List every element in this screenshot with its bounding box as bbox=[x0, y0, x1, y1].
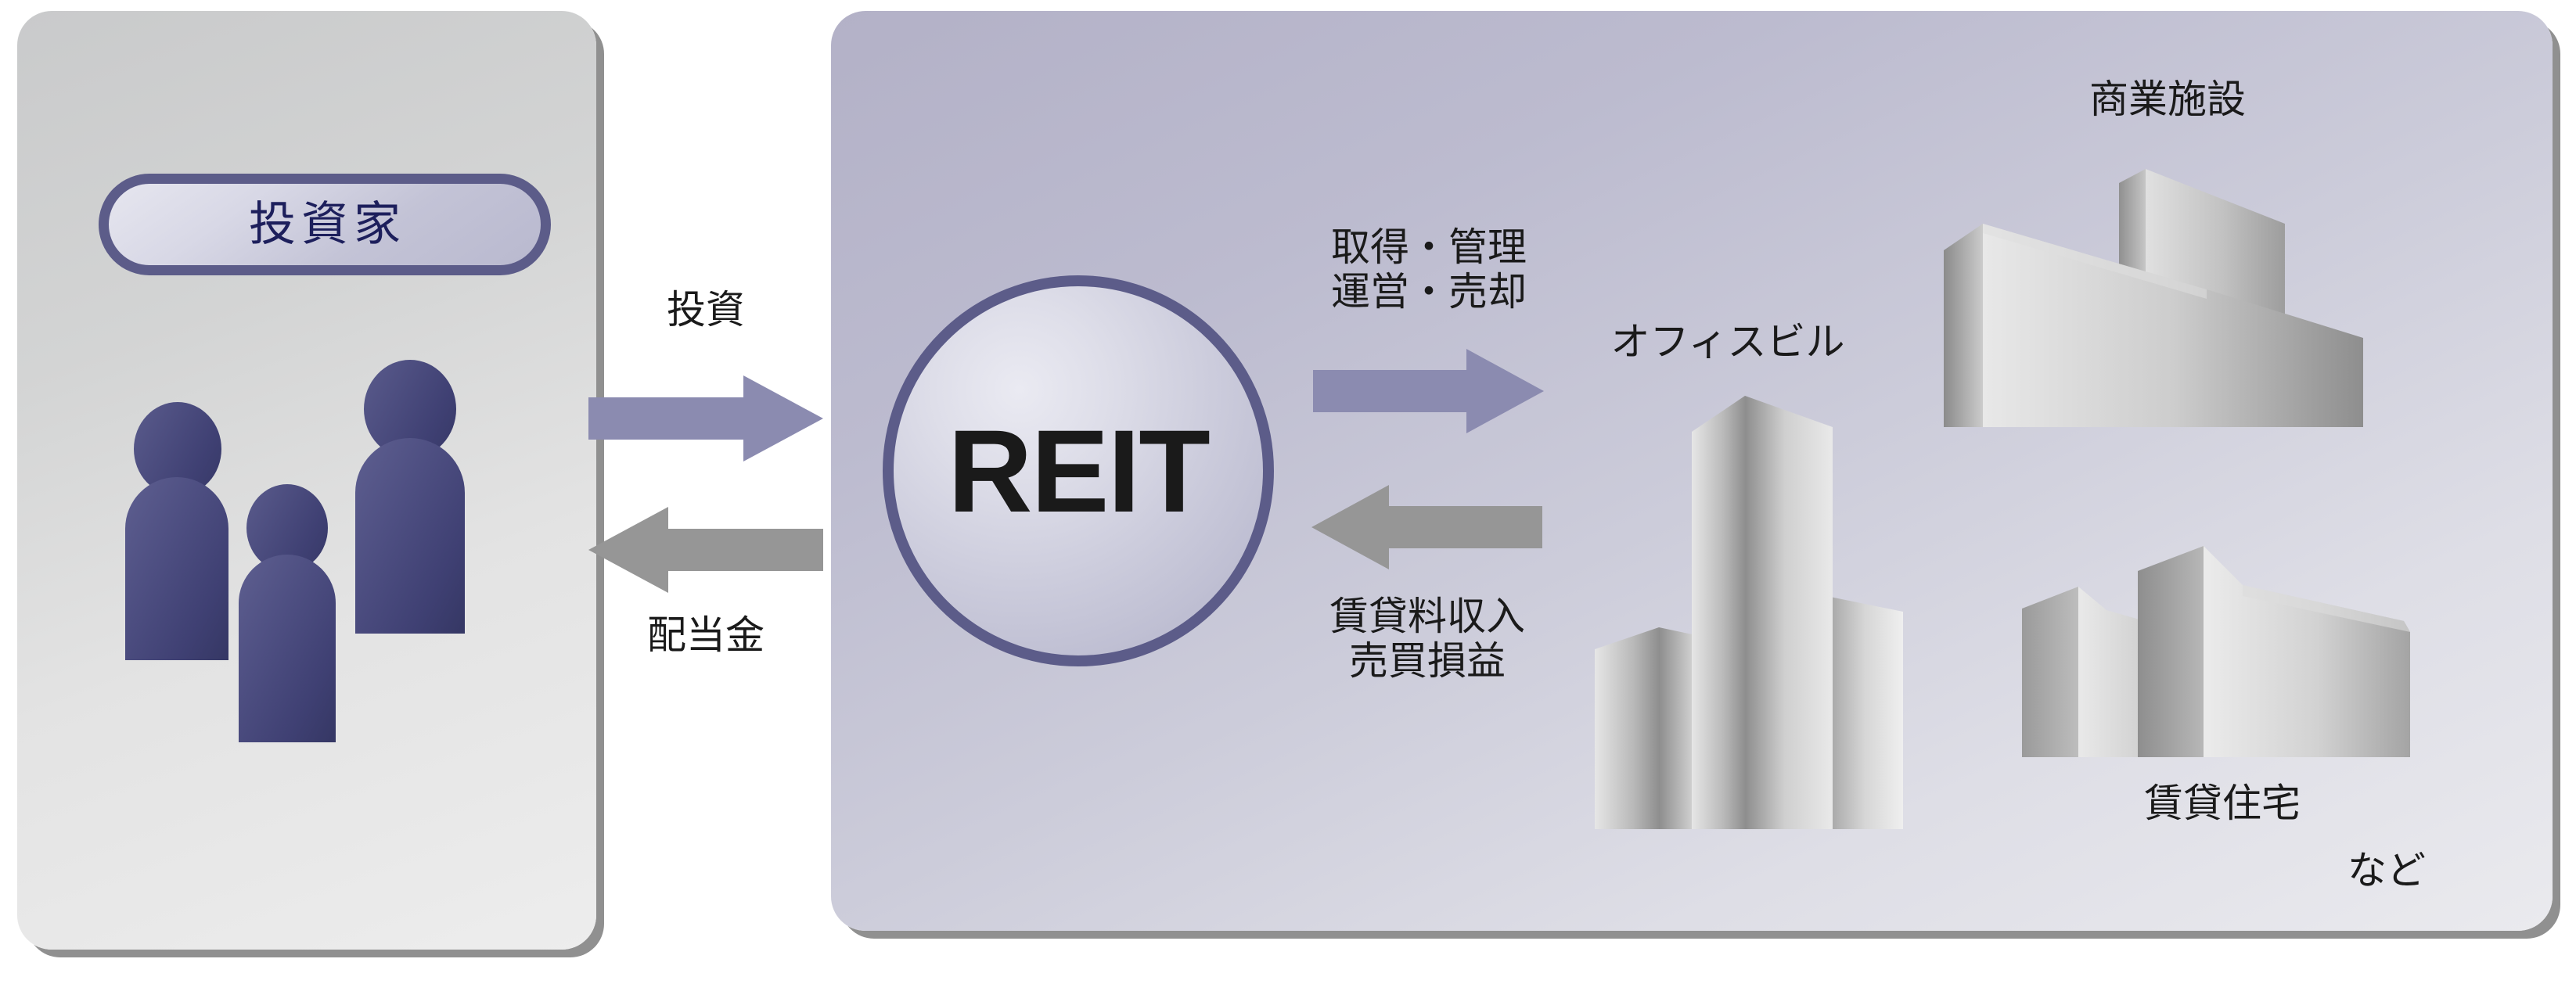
person-body-icon bbox=[125, 477, 228, 660]
etcetera-label: など bbox=[2348, 849, 2426, 892]
invest-flow-label: 投資 bbox=[667, 288, 745, 332]
reit-label: REIT bbox=[948, 405, 1211, 537]
acquisition-flow-label: 取得・管理 運営・売却 bbox=[1331, 225, 1527, 314]
commercial-facility-icon bbox=[1941, 164, 2379, 454]
invest-flow-arrow-icon bbox=[588, 375, 823, 461]
rental-income-flow-label: 賃貸料収入 売買損益 bbox=[1329, 594, 1525, 683]
reit-node: REIT bbox=[883, 275, 1274, 666]
dividend-flow-arrow-icon bbox=[588, 507, 823, 593]
investor-pill-label: 投資家 bbox=[249, 198, 406, 250]
investor-label-pill: 投資家 bbox=[99, 174, 551, 275]
acquisition-flow-arrow-icon bbox=[1313, 349, 1544, 433]
rental-housing-icon bbox=[2019, 518, 2426, 799]
investor-figure bbox=[355, 360, 465, 634]
investor-panel: 投資家 bbox=[17, 11, 596, 950]
person-body-icon bbox=[355, 438, 465, 634]
office-building-label: オフィスビル bbox=[1610, 320, 1845, 364]
investor-figure bbox=[125, 402, 228, 660]
dividend-flow-label: 配当金 bbox=[647, 613, 765, 657]
rental-housing-label: 賃貸住宅 bbox=[2144, 781, 2301, 825]
office-building-icon bbox=[1592, 391, 1920, 829]
person-body-icon bbox=[239, 555, 336, 742]
investor-figure bbox=[239, 484, 336, 742]
commercial-facility-label: 商業施設 bbox=[2089, 77, 2246, 121]
rental-income-flow-arrow-icon bbox=[1311, 485, 1542, 569]
